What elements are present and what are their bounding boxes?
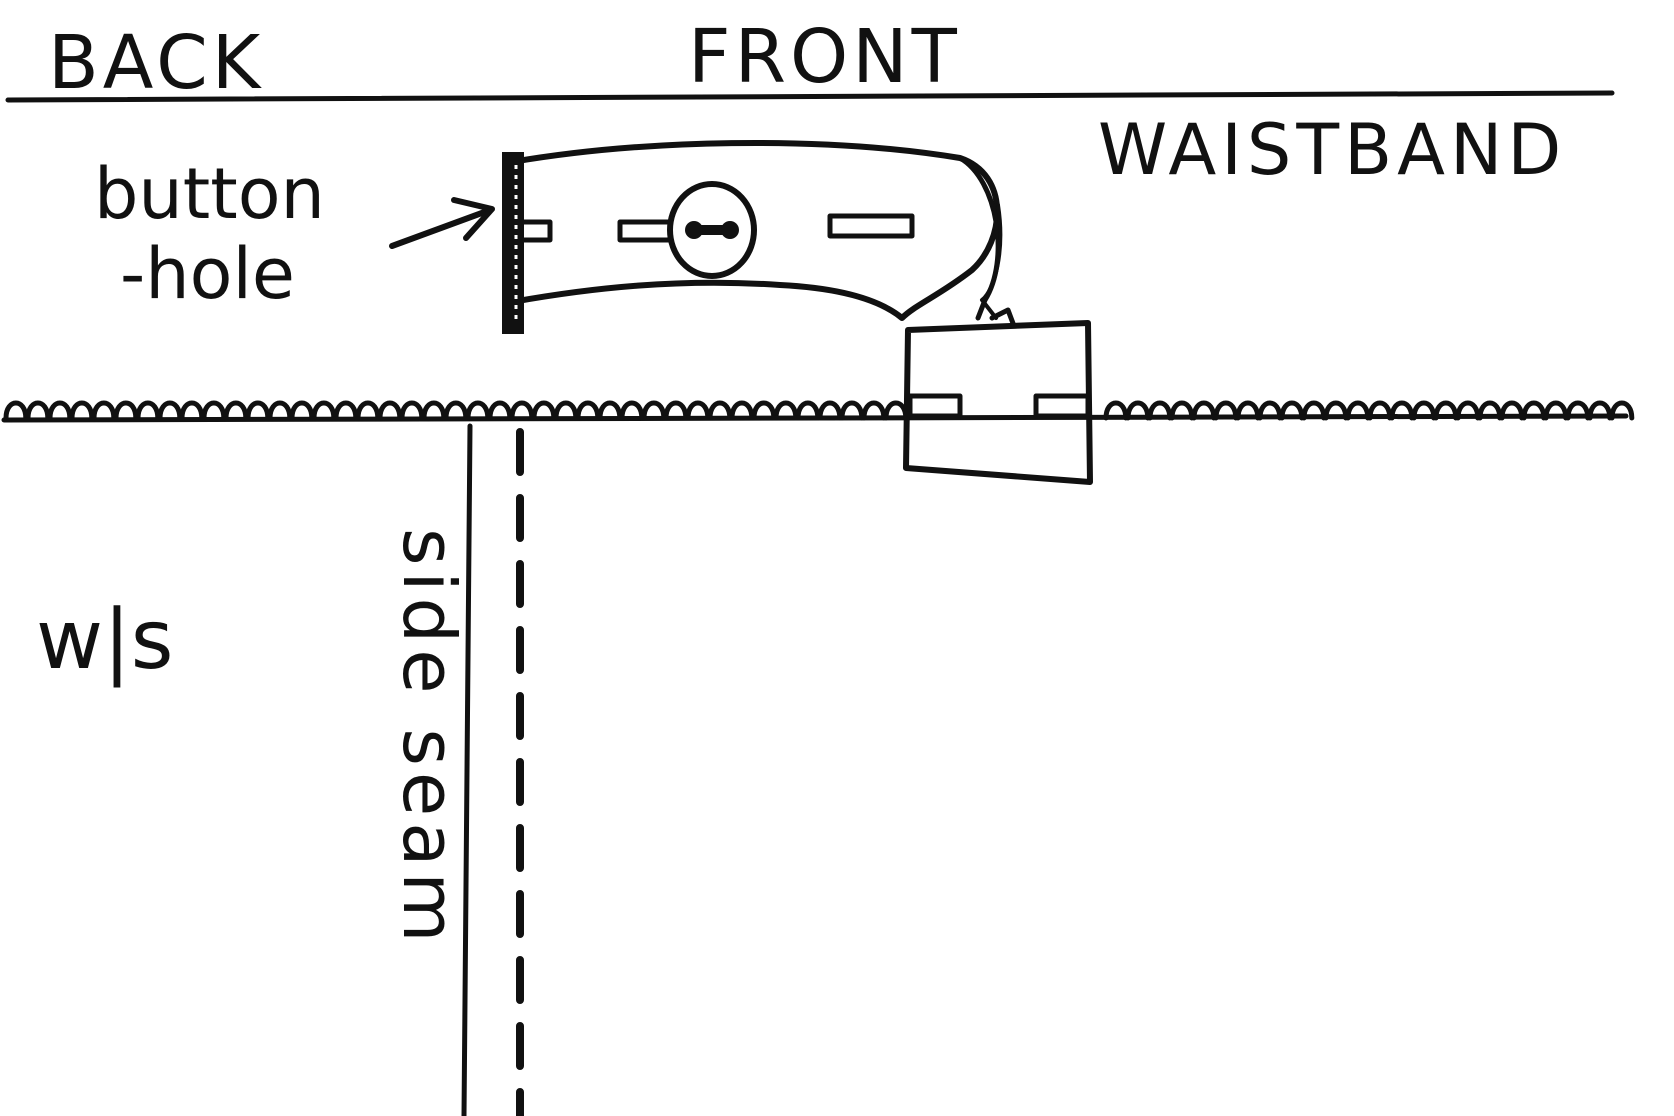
waistband-top-edge [5,90,1615,103]
waistband-label: WAISTBAND [1098,109,1566,191]
serged-edge [3,400,1635,421]
button-icon [617,181,757,279]
side-seam-line [461,423,473,1116]
buttonhole-icon [517,219,553,243]
side-seam-label: side seam [387,528,471,948]
underlap-slot-left [907,393,963,419]
buttonhole-label-line1: button [94,153,325,235]
underlap-slot-right [1033,393,1091,419]
underlap-tab [989,307,1017,329]
extension-end-edge [502,152,524,334]
pointer-arrow-icon [389,197,495,249]
serged-edge-base [1,413,1629,423]
buttonhole-label-line2: -hole [120,233,295,315]
buttonhole-right-icon [827,213,915,239]
waistband-extension [509,139,1001,321]
wrong-side-label: w|s [36,593,173,688]
underlap-patch [903,320,1093,485]
back-label: BACK [48,20,264,106]
front-label: FRONT [688,14,961,100]
waistband-fold-inner [980,203,1003,320]
